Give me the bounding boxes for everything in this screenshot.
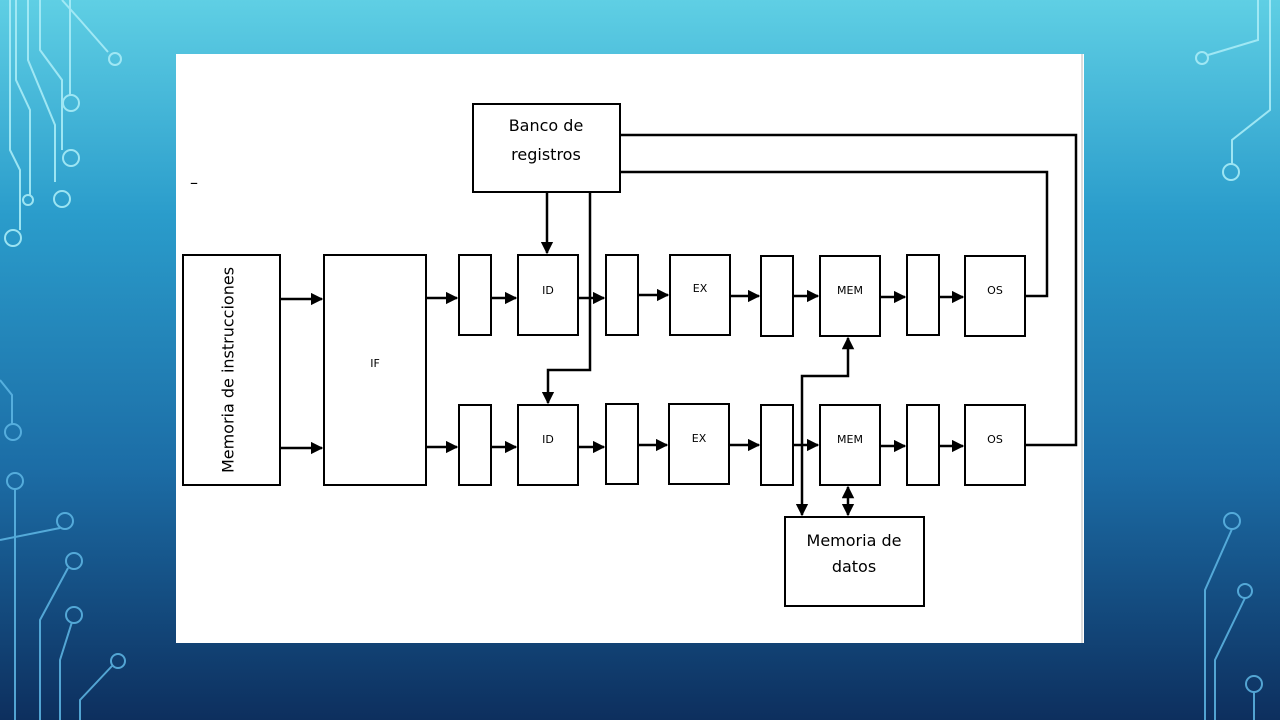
ex-stage-b-label: EX: [692, 432, 707, 445]
arrow-regbank-to-id-b: [541, 192, 592, 405]
os-stage-a-label: OS: [987, 284, 1003, 297]
id-stage-a-box: [517, 254, 579, 336]
circuit-node: [108, 52, 122, 66]
circuit-node: [1223, 512, 1241, 530]
mem-stage-b-label: MEM: [837, 433, 863, 446]
circuit-node: [1237, 583, 1253, 599]
id-stage-a-label: ID: [542, 284, 554, 297]
pipeline-diagram: – Banco de registros Memoria de instrucc…: [182, 54, 1083, 643]
circuit-trace: [1207, 0, 1259, 56]
os-stage-a-box: [964, 255, 1026, 337]
circuit-node: [62, 149, 80, 167]
circuit-node: [53, 190, 71, 208]
data-memory-label-line1: Memoria de: [807, 531, 902, 550]
ex-stage-a-label: EX: [693, 282, 708, 295]
pipeline-register-b4: [906, 404, 940, 486]
circuit-trace: [9, 0, 21, 230]
circuit-node: [4, 229, 22, 247]
circuit-trace: [15, 0, 31, 195]
circuit-trace: [39, 567, 69, 720]
pipeline-register-b2: [605, 403, 639, 485]
ex-stage-a-box: [669, 254, 731, 336]
id-stage-b-label: ID: [542, 433, 554, 446]
pipeline-register-b3: [760, 404, 794, 486]
wire-os-b-to-regbank: [620, 133, 1078, 447]
circuit-trace: [27, 0, 56, 182]
circuit-node: [62, 94, 80, 112]
circuit-trace: [79, 665, 113, 720]
arrow-datamem-mem-a: [795, 336, 855, 517]
circuit-node: [110, 653, 126, 669]
circuit-node: [22, 194, 34, 206]
register-bank-label-line2: registros: [511, 145, 581, 164]
circuit-trace: [1231, 0, 1271, 165]
pipeline-register-a2: [605, 254, 639, 336]
diagram-panel: – Banco de registros Memoria de instrucc…: [176, 54, 1084, 643]
circuit-node: [1195, 51, 1209, 65]
circuit-node: [4, 423, 22, 441]
mem-stage-a-label: MEM: [837, 284, 863, 297]
circuit-trace: [0, 379, 13, 424]
pipeline-register-a1: [458, 254, 492, 336]
circuit-node: [1222, 163, 1240, 181]
instruction-memory-box: [182, 254, 281, 486]
wire-os-a-to-regbank: [620, 170, 1049, 298]
circuit-node: [65, 606, 83, 624]
circuit-trace: [39, 0, 63, 150]
pipeline-register-b1: [458, 404, 492, 486]
if-stage-box: [323, 254, 427, 486]
data-memory-box: [784, 516, 925, 607]
circuit-node: [56, 512, 74, 530]
id-stage-b-box: [517, 404, 579, 486]
data-memory-label-line2: datos: [832, 557, 876, 576]
stray-mark: –: [190, 173, 198, 192]
instruction-memory-label: Memoria de instrucciones: [219, 267, 238, 473]
circuit-trace: [0, 527, 61, 541]
if-stage-label: IF: [370, 357, 380, 370]
circuit-trace: [1204, 528, 1233, 720]
circuit-trace: [1214, 597, 1246, 720]
os-stage-b-box: [964, 404, 1026, 486]
register-bank-label-line1: Banco de: [509, 116, 584, 135]
circuit-trace: [59, 621, 73, 720]
circuit-node: [65, 552, 83, 570]
pipeline-register-a3: [760, 255, 794, 337]
mem-stage-a-box: [819, 255, 881, 337]
pipeline-register-a4: [906, 254, 940, 336]
os-stage-b-label: OS: [987, 433, 1003, 446]
circuit-node: [6, 472, 24, 490]
circuit-node: [1245, 675, 1263, 693]
circuit-trace: [61, 0, 109, 53]
